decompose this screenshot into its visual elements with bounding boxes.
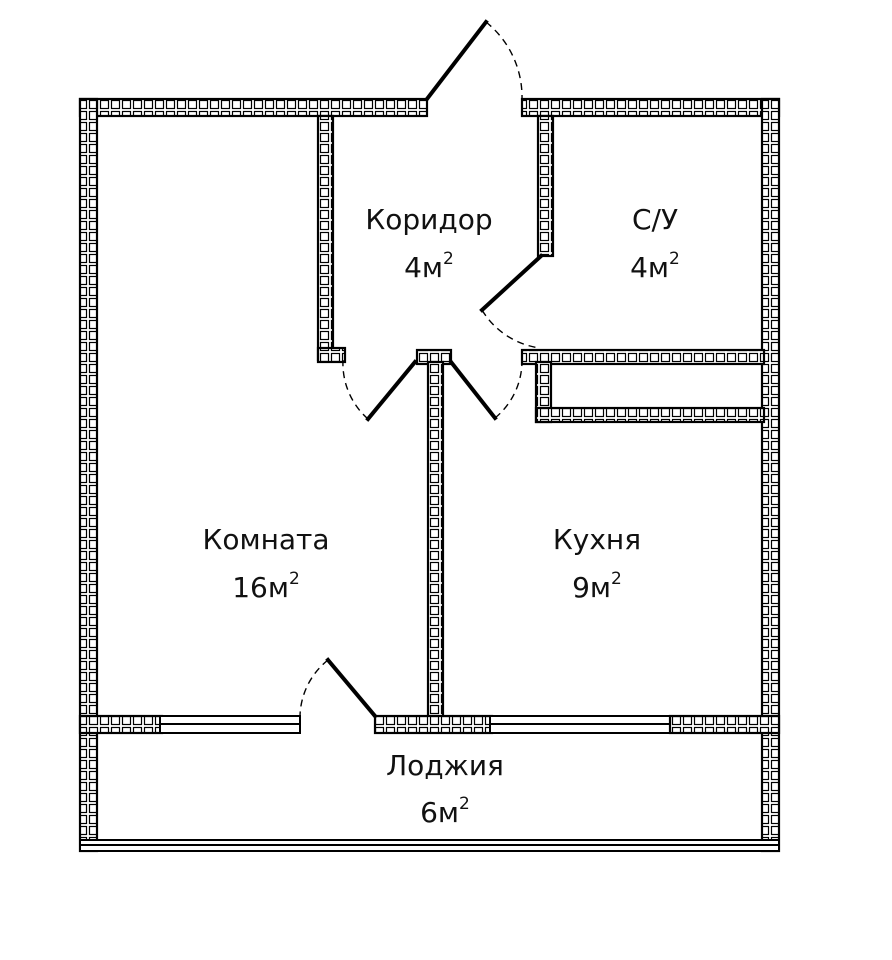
- room-area-bathroom: 4м2: [630, 249, 680, 284]
- loggia-wall-segment-2: [373, 714, 494, 735]
- loggia-wall-segment-3: [668, 714, 781, 735]
- entrance-door: [424, 19, 523, 102]
- corridor-left-wall: [316, 114, 335, 362]
- room-name-bathroom: С/У: [632, 203, 678, 236]
- room-name-kitchen: Кухня: [553, 523, 641, 556]
- loggia-wall: [78, 714, 781, 735]
- niche-bottom-wall: [534, 406, 766, 424]
- loggia-wall-segment-1: [78, 714, 164, 735]
- top-wall-left: [78, 97, 429, 118]
- room-label-loggia: Лоджия 6м2: [386, 749, 504, 829]
- right-wall: [760, 97, 781, 853]
- room-area-corridor: 4м2: [404, 249, 454, 284]
- living-kitchen-wall: [426, 360, 445, 720]
- room-label-corridor: Коридор 4м2: [365, 203, 492, 284]
- living-room-door: [342, 359, 418, 422]
- room-label-bathroom: С/У 4м2: [630, 203, 680, 284]
- room-name-corridor: Коридор: [365, 203, 492, 236]
- interior-walls: [316, 114, 766, 720]
- top-wall-right: [520, 97, 781, 118]
- room-area-living: 16м2: [232, 569, 300, 604]
- room-label-kitchen: Кухня 9м2: [553, 523, 641, 604]
- exterior-walls: [78, 97, 781, 853]
- kitchen-door: [448, 359, 523, 421]
- bathroom-left-wall: [536, 114, 555, 258]
- bathroom-bottom-wall: [520, 348, 766, 366]
- left-wall: [78, 97, 99, 853]
- room-label-living: Комната 16м2: [202, 523, 329, 604]
- room-area-kitchen: 9м2: [572, 569, 622, 604]
- bathroom-door: [479, 253, 544, 349]
- loggia-door: [299, 657, 378, 719]
- room-name-loggia: Лоджия: [386, 749, 504, 782]
- room-name-living: Комната: [202, 523, 329, 556]
- corridor-bottom-wall-left: [316, 346, 347, 364]
- room-area-loggia: 6м2: [420, 794, 470, 829]
